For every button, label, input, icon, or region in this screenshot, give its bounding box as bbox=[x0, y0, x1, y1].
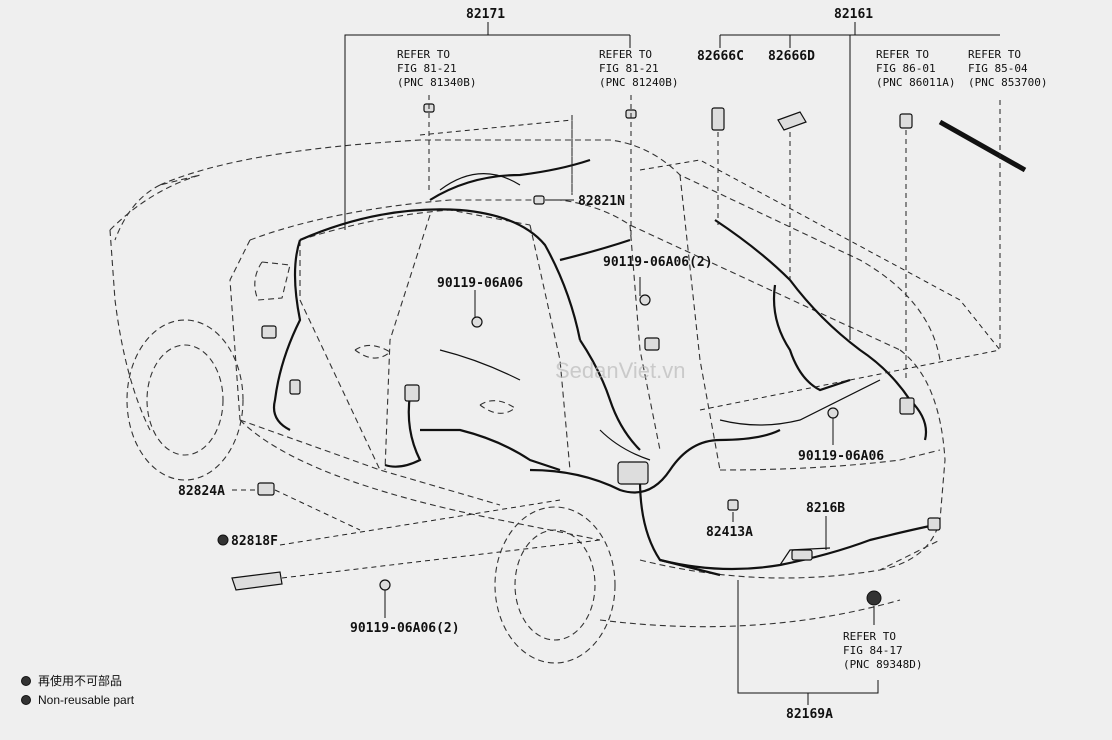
rear-bumper-harness bbox=[659, 523, 936, 571]
svg-text:REFER TO: REFER TO bbox=[599, 48, 652, 61]
part-labels: 82171 82161 82666C 82666D 82821N 82824A … bbox=[178, 7, 884, 722]
label-82413a: 82413A bbox=[706, 525, 753, 540]
watermark: SedanViet.vn bbox=[555, 358, 685, 383]
svg-text:(PNC 89348D): (PNC 89348D) bbox=[843, 658, 922, 671]
label-82818f: 82818F bbox=[231, 534, 278, 549]
roof-wire-harness bbox=[299, 208, 582, 341]
svg-text:(PNC 86011A): (PNC 86011A) bbox=[876, 76, 955, 89]
label-82821n: 82821N bbox=[578, 194, 625, 209]
floor-wire-harness bbox=[529, 429, 781, 494]
ref-86011a: REFER TO FIG 86-01 (PNC 86011A) bbox=[876, 48, 955, 89]
legend-line-2: Non-reusable part bbox=[38, 693, 135, 707]
front-door-wire-harness bbox=[272, 239, 302, 431]
bolt-top-right bbox=[639, 294, 651, 306]
svg-text:FIG 81-21: FIG 81-21 bbox=[599, 62, 659, 75]
label-8216b: 8216B bbox=[806, 501, 845, 516]
label-bolt-left: 90119-06A06 bbox=[437, 276, 523, 291]
svg-text:(PNC 853700): (PNC 853700) bbox=[968, 76, 1047, 89]
wire-harnesses bbox=[272, 158, 936, 577]
ref-89348d: REFER TO FIG 84-17 (PNC 89348D) bbox=[843, 630, 922, 671]
legend-bullet-icon bbox=[21, 676, 31, 686]
svg-text:REFER TO: REFER TO bbox=[397, 48, 450, 61]
svg-text:(PNC 81340B): (PNC 81340B) bbox=[397, 76, 476, 89]
label-82824a: 82824A bbox=[178, 484, 225, 499]
rear-quarter-harness bbox=[579, 339, 641, 451]
svg-text:REFER TO: REFER TO bbox=[843, 630, 896, 643]
label-bolt-bottom: 90119-06A06(2) bbox=[350, 621, 460, 636]
legend-bullet-icon bbox=[21, 695, 31, 705]
clamp-82666d bbox=[777, 111, 807, 131]
svg-text:FIG 84-17: FIG 84-17 bbox=[843, 644, 903, 657]
label-82666d: 82666D bbox=[768, 49, 815, 64]
ref-853700: REFER TO FIG 85-04 (PNC 853700) bbox=[968, 48, 1047, 89]
label-82666c: 82666C bbox=[697, 49, 744, 64]
bolt-bottom bbox=[379, 579, 391, 591]
legend-line-1: 再使用不可部品 bbox=[38, 673, 122, 688]
label-bolt-right: 90119-06A06 bbox=[798, 449, 884, 464]
svg-text:REFER TO: REFER TO bbox=[968, 48, 1021, 61]
label-bolt-top-right: 90119-06A06(2) bbox=[603, 255, 713, 270]
sensor-89348d bbox=[866, 590, 882, 606]
connector-86011a bbox=[899, 113, 913, 129]
svg-text:FIG 85-04: FIG 85-04 bbox=[968, 62, 1028, 75]
svg-text:REFER TO: REFER TO bbox=[876, 48, 929, 61]
label-82161: 82161 bbox=[834, 7, 873, 22]
label-82171: 82171 bbox=[466, 7, 505, 22]
reference-notes: REFER TO FIG 81-21 (PNC 81340B) REFER TO… bbox=[397, 48, 1047, 671]
non-reusable-marker bbox=[217, 534, 229, 546]
vehicle-body-outline bbox=[109, 139, 946, 664]
ref-81240b: REFER TO FIG 81-21 (PNC 81240B) bbox=[599, 48, 678, 89]
components bbox=[217, 103, 1027, 606]
bolt-right bbox=[827, 407, 839, 419]
bolt-left bbox=[471, 316, 483, 328]
svg-text:(PNC 81240B): (PNC 81240B) bbox=[599, 76, 678, 89]
clip-82666c bbox=[711, 107, 725, 131]
back-door-wire-harness bbox=[714, 219, 928, 441]
grommet-82824a bbox=[257, 482, 275, 496]
antenna-853700 bbox=[938, 119, 1027, 173]
svg-text:FIG 81-21: FIG 81-21 bbox=[397, 62, 457, 75]
leader-lines bbox=[232, 22, 1001, 705]
legend: 再使用不可部品 Non-reusable part bbox=[21, 673, 135, 707]
tape-82818f bbox=[231, 571, 283, 591]
svg-text:FIG 86-01: FIG 86-01 bbox=[876, 62, 936, 75]
label-82169a: 82169A bbox=[786, 707, 833, 722]
clip-82821n bbox=[533, 195, 545, 205]
connector-82413a bbox=[727, 499, 739, 511]
ref-81340b: REFER TO FIG 81-21 (PNC 81340B) bbox=[397, 48, 476, 89]
